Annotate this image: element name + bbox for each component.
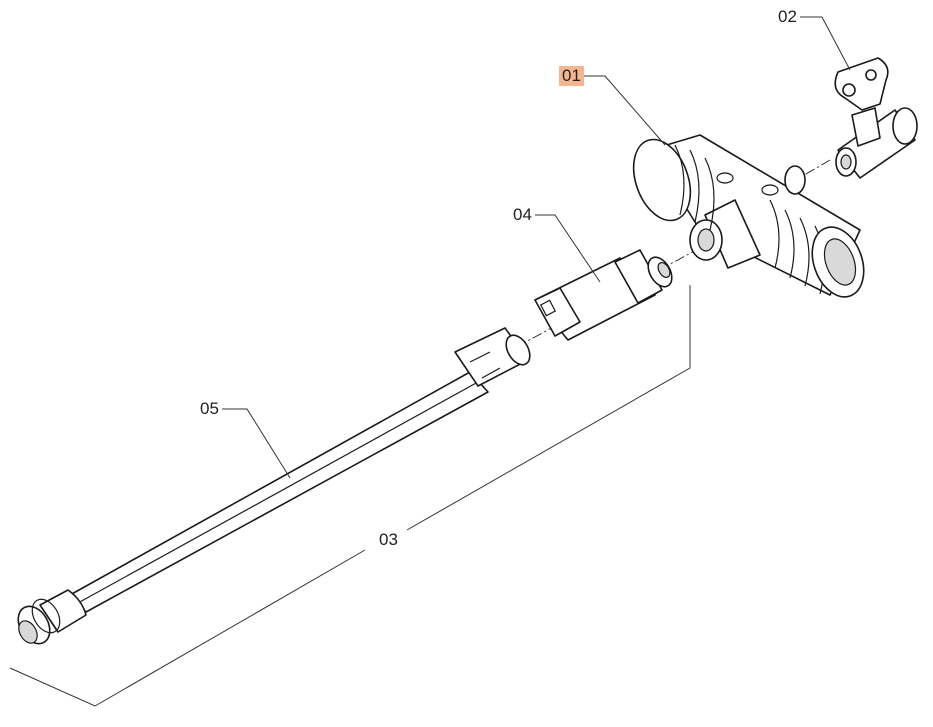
- leader-line-04: [535, 214, 601, 283]
- part-04-connector[interactable]: [534, 249, 677, 341]
- part-05-cable[interactable]: [12, 327, 535, 649]
- callout-05[interactable]: 05: [200, 399, 219, 418]
- callout-02[interactable]: 02: [778, 7, 797, 26]
- leader-line-05: [222, 408, 291, 479]
- bracket-03: [9, 549, 366, 707]
- callout-01[interactable]: 01: [559, 66, 584, 86]
- assembly-axis-line: [519, 247, 701, 346]
- leader-line-01: [584, 75, 666, 146]
- part-01-t-fitting[interactable]: [623, 132, 873, 304]
- part-02-valve[interactable]: [834, 57, 918, 179]
- callout-04[interactable]: 04: [513, 205, 532, 224]
- bracket-03: [406, 285, 691, 531]
- callout-03[interactable]: 03: [379, 530, 398, 549]
- leader-line-02: [800, 16, 851, 71]
